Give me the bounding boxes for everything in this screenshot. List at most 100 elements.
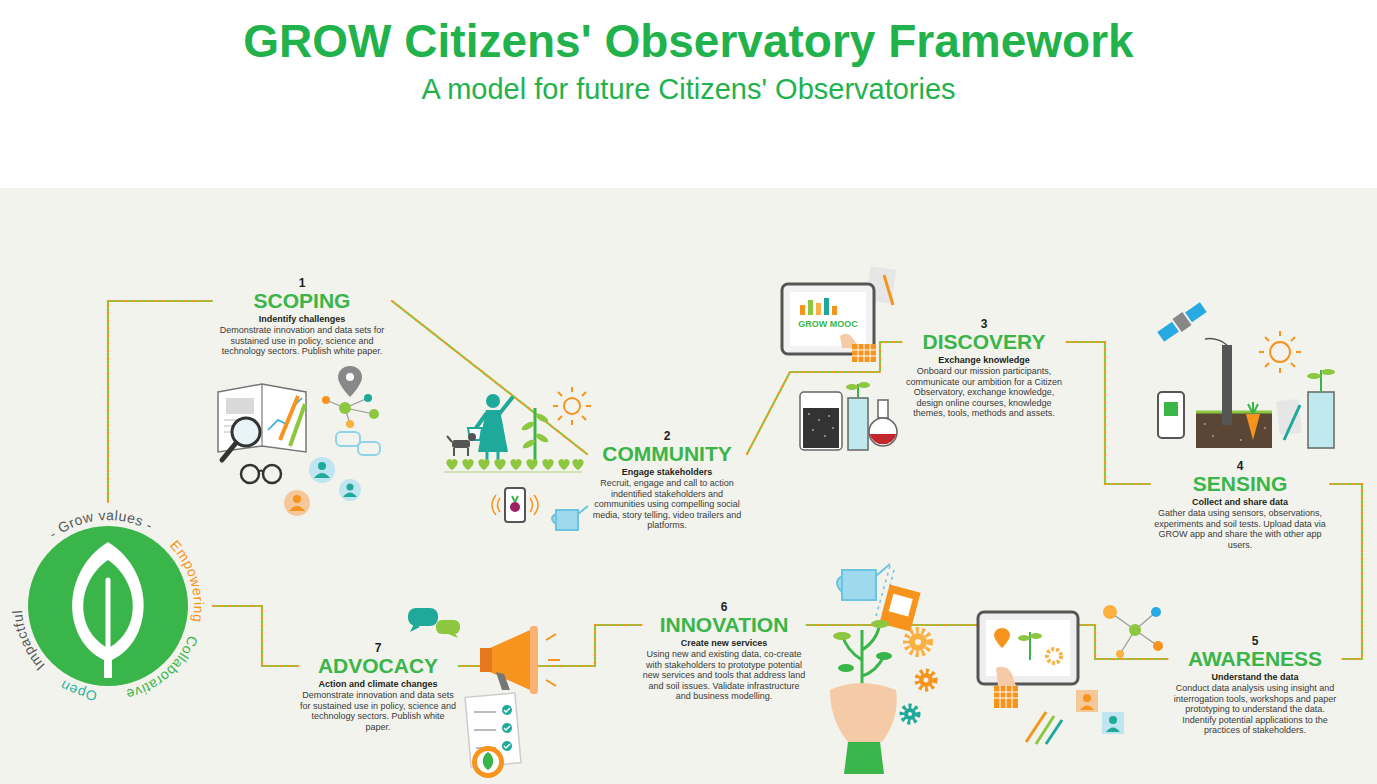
connector-dots-orange [1067, 342, 1151, 484]
discovery-illustration [878, 400, 888, 418]
community-illustration [564, 398, 580, 414]
scoping-illustration [284, 490, 310, 516]
innovation-illustration [830, 683, 897, 742]
leaf-inner [83, 560, 133, 648]
step-description: Demonstrate innovation and data sets for… [298, 690, 458, 732]
awareness-illustration [1153, 641, 1163, 651]
connector-dots-green [1067, 342, 1151, 484]
stage-block: 3DISCOVERYExchange knowledgeOnboard our … [902, 318, 1067, 419]
discovery-illustration [848, 398, 868, 450]
awareness-illustration [1103, 605, 1117, 619]
step-number: 7 [298, 642, 458, 655]
discovery-illustration [816, 303, 821, 315]
scoping-illustration [263, 465, 281, 483]
connector-dots-green [108, 301, 212, 502]
value-word: Impactful [9, 610, 48, 674]
step-subheading: Engage stakeholders [587, 467, 747, 478]
leaf-outline [72, 542, 144, 678]
step-description: Conduct data analysis using insight and … [1168, 683, 1343, 736]
scoping-illustration [343, 493, 357, 498]
discovery-illustration [869, 418, 897, 446]
innovation-illustration [906, 630, 930, 654]
innovation-illustration [871, 620, 889, 628]
awareness-illustration [978, 612, 1078, 684]
sensing-illustration [1307, 373, 1321, 379]
step-subheading: Understand the data [1168, 672, 1343, 683]
awareness-illustration [1030, 633, 1042, 639]
step-subheading: Create new services [642, 638, 807, 649]
dotted-connector [1067, 342, 1151, 484]
connector-dots-orange [392, 301, 587, 454]
community-illustration [510, 459, 521, 470]
advocacy-illustration [408, 608, 438, 626]
advocacy-illustration [436, 620, 460, 634]
scoping-illustration [339, 402, 351, 414]
value-word-path: Collaborative [124, 634, 201, 703]
connector-dots-orange [747, 342, 902, 454]
step-heading: COMMUNITY [587, 443, 747, 465]
community-illustration [492, 495, 538, 515]
step-heading: AWARENESS [1168, 648, 1343, 670]
connector-dots-green [392, 301, 587, 454]
awareness-illustration [1076, 690, 1098, 712]
awareness-illustration [1046, 720, 1062, 744]
stage-block: 4SENSINGCollect and share dataGather dat… [1150, 460, 1330, 550]
scoping-illustration [364, 394, 372, 402]
awareness-illustration [1106, 728, 1120, 733]
community-illustration [534, 408, 537, 466]
community-illustration [552, 506, 588, 530]
discovery-illustration [800, 305, 805, 315]
value-word: Open [57, 677, 98, 704]
community-illustration [444, 471, 582, 473]
scoping-illustration [336, 432, 360, 446]
step-description: Onboard our mission participants, commun… [902, 366, 1067, 419]
step-description: Using new and existing data, co-create w… [642, 649, 807, 702]
sensing-illustration [1196, 411, 1272, 414]
stage-block: 1SCOPINGIndentify challengesDemonstrate … [212, 277, 392, 357]
green-disc [28, 526, 188, 686]
scoping-illustration [309, 457, 335, 483]
step-description: Gather data using sensors, observations,… [1150, 508, 1330, 550]
advocacy-illustration [490, 630, 530, 690]
value-word: - Grow values - [46, 507, 156, 542]
community-illustration [520, 420, 535, 432]
advocacy-illustration [504, 708, 510, 748]
value-word-path: Impactful [9, 610, 48, 674]
sensing-illustration [1156, 301, 1335, 448]
innovation-illustration [833, 632, 851, 640]
step-number: 2 [587, 430, 747, 443]
scoping-illustration [241, 465, 259, 483]
stage-block: 2COMMUNITYEngage stakeholdersRecruit, en… [587, 430, 747, 531]
community-illustration [486, 394, 500, 408]
sensing-illustration [1284, 405, 1300, 440]
community-illustration [476, 414, 486, 428]
innovation-illustration [908, 712, 912, 716]
step-heading: INNOVATION [642, 614, 807, 636]
advocacy-illustration [477, 751, 499, 773]
scoping-illustration [218, 366, 380, 516]
discovery-illustration [884, 275, 893, 305]
discovery-illustration [808, 300, 813, 315]
step-heading: ADVOCACY [298, 655, 458, 677]
diagram-title: GROW Citizens' Observatory Framework [0, 14, 1377, 68]
step-description: Demonstrate innovation and data sets for… [212, 325, 392, 357]
discovery-illustration [782, 266, 897, 450]
scoping-illustration [339, 479, 361, 501]
discovery-illustration [858, 382, 870, 388]
sensing-illustration [1158, 392, 1184, 438]
scoping-illustration [347, 484, 354, 491]
awareness-illustration [994, 686, 1018, 708]
community-illustration [510, 502, 520, 512]
dotted-connector [392, 301, 587, 454]
innovation-illustration [902, 706, 918, 722]
advocacy-illustration [483, 752, 494, 770]
awareness-illustration [978, 605, 1163, 744]
value-word-path: Empowering [167, 537, 207, 624]
connector-dots-orange [212, 606, 298, 666]
community-illustration [468, 433, 476, 441]
subtitle: A model for future Citizens' Observatori… [0, 71, 1377, 107]
discovery-illustration [832, 306, 837, 315]
awareness-illustration [996, 667, 1016, 686]
step-number: 4 [1150, 460, 1330, 473]
